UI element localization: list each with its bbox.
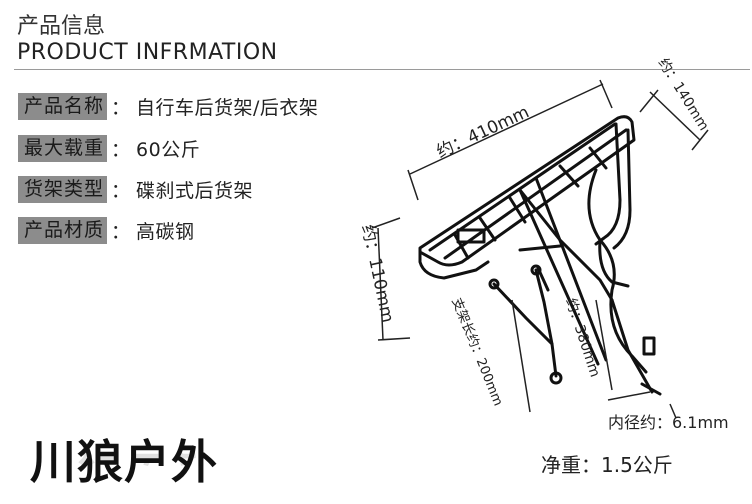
spec-separator: ：: [111, 221, 131, 243]
spec-value: 自行车后货架/后衣架: [136, 97, 319, 119]
spec-key: 货架类型: [18, 176, 108, 203]
dim-width-label: 约：140mm: [655, 56, 712, 134]
dim-length-label: 约：410mm: [434, 102, 533, 162]
rack-illustration: [418, 115, 662, 396]
net-weight: 净重：1.5公斤: [541, 453, 673, 477]
brand-logo-reflection: 川狼户外: [30, 452, 218, 478]
spec-separator: ：: [111, 97, 131, 119]
dim-support-label: 支架长约：200mm: [448, 296, 505, 408]
spec-value: 碟刹式后货架: [136, 180, 254, 202]
spec-row-name: 产品名称 ： 自行车后货架/后衣架: [18, 93, 318, 120]
spec-key: 产品材质: [18, 217, 108, 244]
spec-row-material: 产品材质 ： 高碳钢: [18, 217, 195, 244]
spec-key: 产品名称: [18, 93, 108, 120]
section-title-en: PRODUCT INFRMATION: [17, 40, 278, 65]
spec-separator: ：: [111, 139, 131, 161]
brand-logo: 川狼户外: [30, 435, 218, 489]
dim-height-label: 约：110mm: [357, 223, 397, 325]
spec-row-max-load: 最大载重 ： 60公斤: [18, 135, 200, 162]
section-title-cn: 产品信息: [17, 14, 106, 39]
dim-inner-diameter-label: 内径约：6.1mm: [608, 413, 729, 432]
spec-separator: ：: [111, 180, 131, 202]
spec-value: 60公斤: [136, 139, 201, 161]
dimension-lines: [371, 79, 709, 419]
support-arms: [488, 264, 563, 385]
header-divider: [14, 69, 750, 70]
spec-key: 最大载重: [18, 135, 108, 162]
spec-value: 高碳钢: [136, 221, 195, 243]
spec-row-type: 货架类型 ： 碟刹式后货架: [18, 176, 253, 203]
